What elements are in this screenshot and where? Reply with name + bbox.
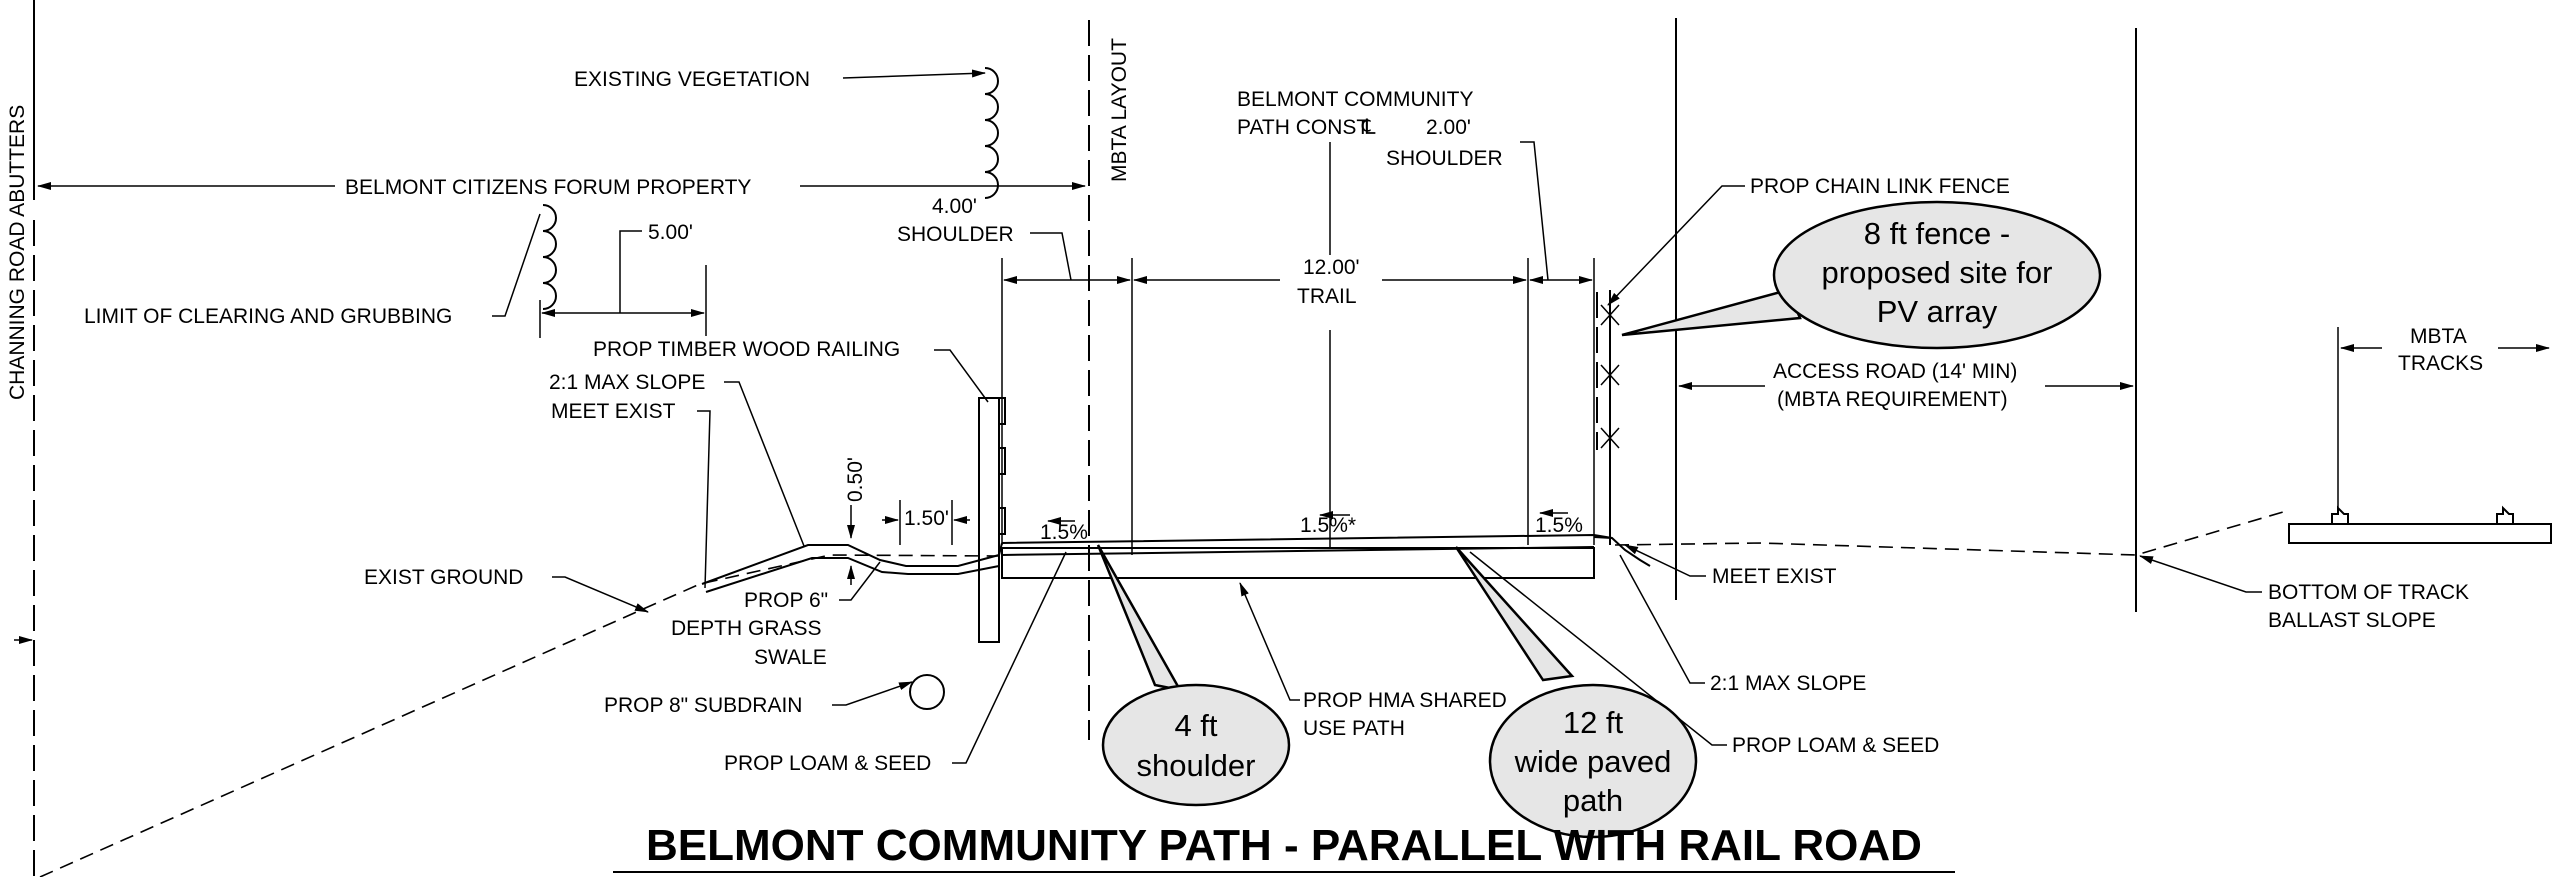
dim-500-leader <box>619 230 642 313</box>
community-path-const-line2: PATH CONST <box>1237 116 1369 139</box>
dim-050-label: 0.50' <box>844 457 867 502</box>
timber-railing-cap1 <box>998 397 1006 425</box>
existing-vegetation-symbol <box>984 67 999 199</box>
limit-clearing-leader <box>492 213 541 317</box>
slope-right-label: 1.5% <box>1535 514 1583 537</box>
subdrain-label: PROP 8" SUBDRAIN <box>604 694 802 717</box>
bottom-track-leader <box>2139 555 2262 593</box>
fence-callout-bubble <box>1772 200 2102 350</box>
dim-500-label: 5.00' <box>648 221 693 244</box>
meet-exist-left-label: MEET EXIST <box>551 400 676 423</box>
prop-timber-railing-label: PROP TIMBER WOOD RAILING <box>593 338 900 361</box>
mbta-tracks-label-line2: TRACKS <box>2398 352 2483 375</box>
trail-label: TRAIL <box>1297 285 1357 308</box>
grass-swale-label-line3: SWALE <box>754 646 827 669</box>
loam-right-leader <box>1469 551 1727 746</box>
shoulder-callout-line2: shoulder <box>1137 748 1256 783</box>
loam-left-leader <box>952 551 1067 764</box>
ground-profile-left <box>701 542 1003 585</box>
mbta-layout-label: MBTA LAYOUT <box>1108 38 1131 182</box>
grass-swale-label-line1: PROP 6" <box>744 589 828 612</box>
existing-ground-dashed <box>39 554 1001 877</box>
fence-callout-line2: proposed site for <box>1822 255 2053 290</box>
max-slope-left-label: 2:1 MAX SLOPE <box>549 371 705 394</box>
paved-callout-line3: path <box>1563 783 1623 818</box>
subdrain-leader <box>832 681 913 706</box>
shoulder-400-leader <box>1030 232 1072 281</box>
slope-center-label: 1.5%* <box>1300 514 1356 537</box>
clearing-vegetation-symbol <box>542 204 557 310</box>
timber-railing-cap2 <box>998 447 1006 475</box>
subdrain-pipe <box>909 674 945 710</box>
shoulder-200-leader <box>1520 141 1549 281</box>
loam-right-label: PROP LOAM & SEED <box>1732 734 1939 757</box>
community-path-const-line1: BELMONT COMMUNITY <box>1237 88 1473 111</box>
grass-swale-leader <box>839 561 881 601</box>
fence-marks <box>1600 304 1620 449</box>
shoulder-callout-bubble <box>1101 683 1291 807</box>
grass-swale-label-line2: DEPTH GRASS <box>671 617 822 640</box>
rail-left <box>2331 505 2349 523</box>
meet-exist-right-label: MEET EXIST <box>1712 565 1837 588</box>
rail-right <box>2496 505 2514 523</box>
citizens-forum-property-label: BELMONT CITIZENS FORUM PROPERTY <box>345 176 751 199</box>
max-slope-right-leader <box>1619 554 1705 684</box>
trail-width-value: 12.00' <box>1303 256 1360 279</box>
timber-railing-cap3 <box>998 507 1006 535</box>
shoulder-400-value: 4.00' <box>932 195 977 218</box>
existing-vegetation-label: EXISTING VEGETATION <box>574 68 810 91</box>
drawing-title: BELMONT COMMUNITY PATH - PARALLEL WITH R… <box>646 821 1922 870</box>
dim-150-label: 1.50' <box>904 507 949 530</box>
existing-ground-dashed-right <box>1614 509 2291 556</box>
paved-callout-bubble <box>1488 683 1698 839</box>
hma-label-line2: USE PATH <box>1303 717 1405 740</box>
access-road-label-line1: ACCESS ROAD (14' MIN) <box>1773 360 2017 383</box>
fence-callout-tail <box>1621 288 1802 337</box>
shoulder-200-label: SHOULDER <box>1386 147 1503 170</box>
exist-ground-leader <box>552 576 649 613</box>
ground-profile-left-lower <box>705 557 1000 593</box>
bottom-track-label-line2: BALLAST SLOPE <box>2268 609 2436 632</box>
shoulder-callout-tail <box>1096 544 1183 692</box>
track-ballast-tie <box>2288 523 2552 544</box>
prop-chain-link-label: PROP CHAIN LINK FENCE <box>1750 175 2010 198</box>
bottom-track-label-line1: BOTTOM OF TRACK <box>2268 581 2469 604</box>
loam-left-label: PROP LOAM & SEED <box>724 752 931 775</box>
paved-callout-tail <box>1454 546 1575 682</box>
mbta-tracks-label-line1: MBTA <box>2410 325 2467 348</box>
shoulder-callout-line1: 4 ft <box>1174 708 1217 743</box>
shoulder-400-label: SHOULDER <box>897 223 1014 246</box>
centerline-symbol: ℄ <box>1361 116 1376 139</box>
limit-clearing-label: LIMIT OF CLEARING AND GRUBBING <box>84 305 452 328</box>
slope-left-label: 1.5% <box>1040 521 1088 544</box>
prop-timber-railing-leader <box>934 349 989 403</box>
access-road-label-line2: (MBTA REQUIREMENT) <box>1777 388 2008 411</box>
prop-chain-link-leader <box>1607 185 1745 306</box>
channing-road-label: CHANNING ROAD ABUTTERS <box>6 105 29 400</box>
timber-railing-post <box>978 397 1000 643</box>
hma-leader <box>1239 582 1300 701</box>
max-slope-left-leader <box>724 381 805 547</box>
paved-callout-line2: wide paved <box>1514 744 1672 779</box>
fence-callout-line3: PV array <box>1877 294 1998 329</box>
right-slope <box>1593 536 1651 567</box>
shoulder-200-value: 2.00' <box>1426 116 1471 139</box>
meet-exist-right-leader <box>1624 544 1706 577</box>
hma-label-line1: PROP HMA SHARED <box>1303 689 1507 712</box>
trail-base-course <box>1001 547 1595 579</box>
meet-exist-left-leader <box>697 410 711 589</box>
fence-callout-line1: 8 ft fence - <box>1864 216 2010 251</box>
existing-vegetation-leader <box>842 69 986 79</box>
exist-ground-label: EXIST GROUND <box>364 566 523 589</box>
paved-callout-line1: 12 ft <box>1563 705 1624 740</box>
max-slope-right-label: 2:1 MAX SLOPE <box>1710 672 1866 695</box>
